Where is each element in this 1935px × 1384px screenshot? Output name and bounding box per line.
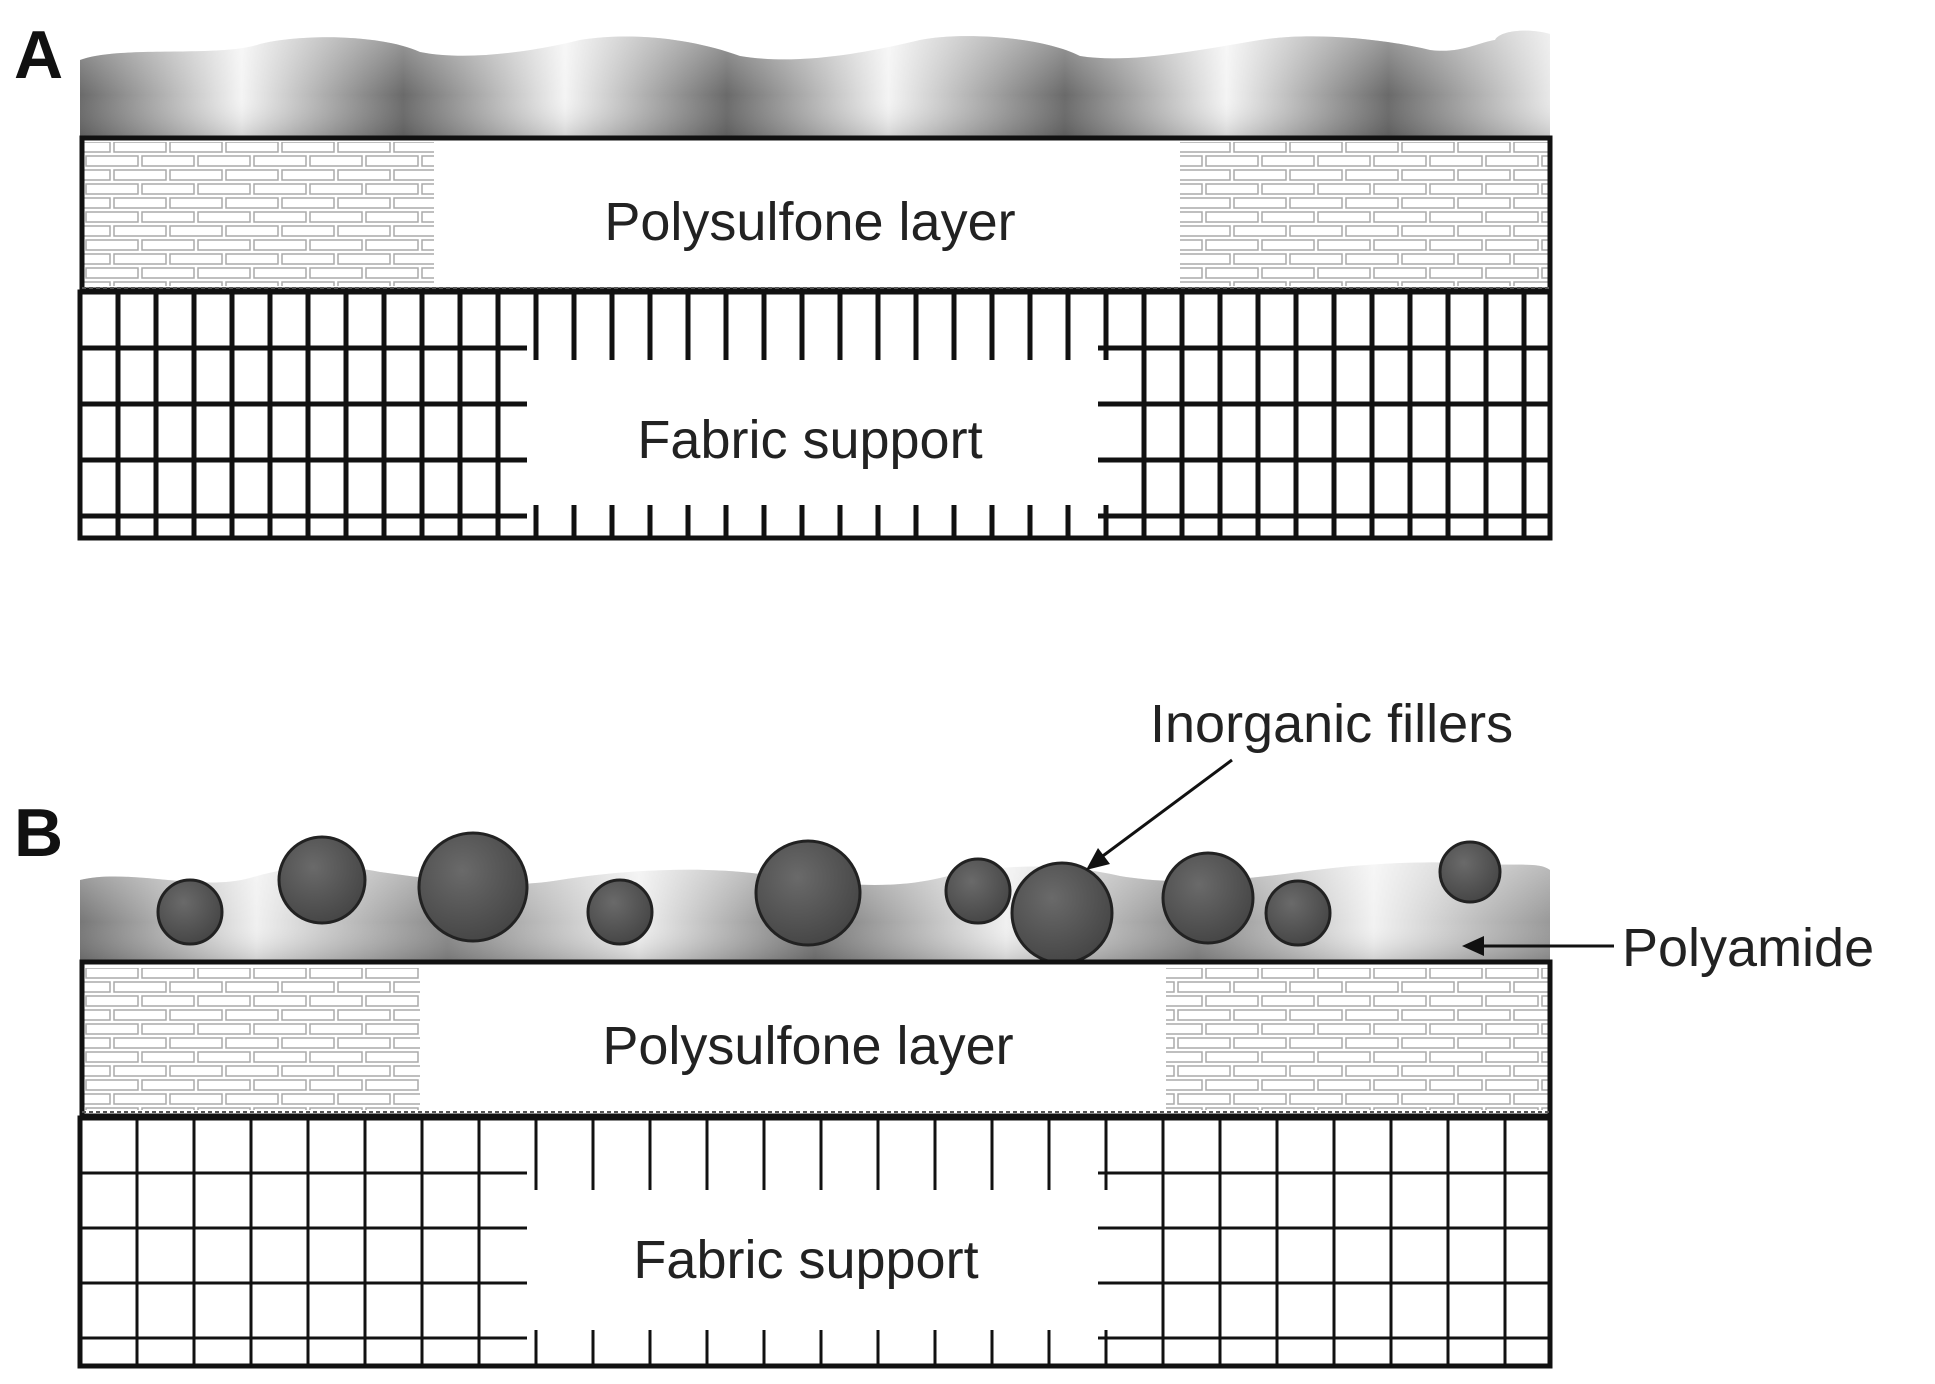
filler-particle [417,831,529,943]
filler-particle [1438,840,1502,904]
polysulfone-label-a: Polysulfone layer [604,192,1015,252]
fabric-support-a [77,289,1553,541]
filler-particle [156,878,224,946]
filler-particle [1010,861,1114,965]
filler-particle [754,839,862,947]
polysulfone-layer-b [79,959,1553,1119]
fabric-support-b [77,1115,1553,1369]
panel-letter-b: B [14,795,63,871]
filler-particle [1264,879,1332,947]
panel-a: A Polysulfone layer Fabric support [14,17,1553,541]
polyamide-layer-a [80,30,1550,138]
inorganic-fillers-label: Inorganic fillers [1150,694,1513,754]
inorganic-fillers [156,831,1502,965]
filler-particle [277,835,367,925]
polyamide-arrow [1462,936,1614,956]
filler-particle [944,857,1012,925]
polysulfone-label-b: Polysulfone layer [602,1016,1013,1076]
polyamide-label: Polyamide [1622,918,1874,978]
filler-particle [586,878,654,946]
fabric-label-b: Fabric support [633,1230,978,1290]
panel-b: B Polysulfone layer [14,694,1874,1369]
filler-particle [1161,851,1255,945]
fillers-arrow [1086,758,1233,870]
panel-letter-a: A [14,17,63,93]
fabric-label-a: Fabric support [637,410,982,470]
